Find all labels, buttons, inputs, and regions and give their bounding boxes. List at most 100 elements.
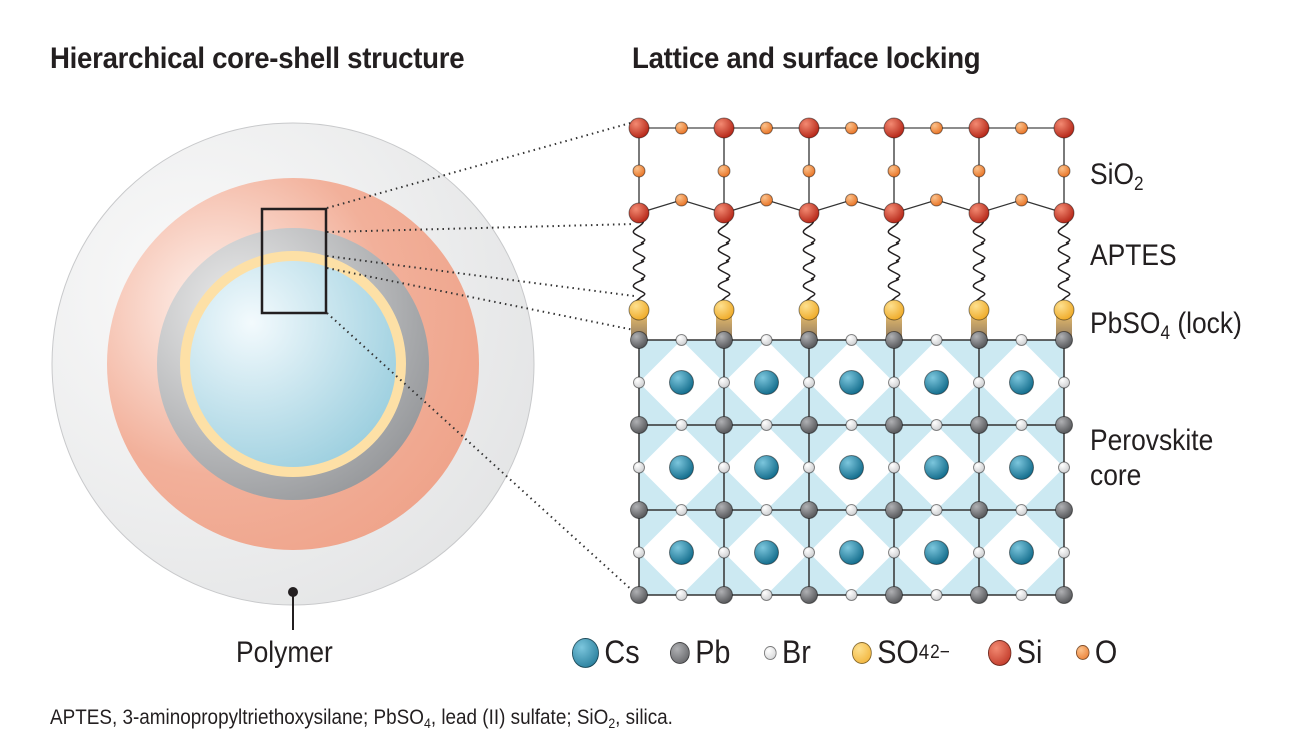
si-atom	[628, 117, 650, 139]
pb-atom	[970, 586, 988, 604]
o-atom	[675, 193, 688, 207]
o-atom	[1015, 121, 1028, 135]
legend-br: Br	[764, 634, 811, 671]
br-atom	[633, 546, 645, 559]
pb-atom	[1055, 501, 1073, 519]
pb-atom-icon	[670, 641, 690, 664]
br-atom	[888, 546, 900, 559]
sulfate-ion	[628, 299, 650, 321]
o-atom	[632, 164, 646, 178]
br-atom	[930, 504, 943, 516]
cs-atom	[924, 540, 949, 565]
o-atom	[930, 121, 943, 135]
br-atom	[845, 504, 858, 516]
cs-atom	[669, 455, 694, 480]
si-atom	[713, 117, 735, 139]
br-atom	[973, 546, 985, 559]
br-atom	[803, 546, 815, 559]
si-atom	[1053, 202, 1075, 224]
br-atom	[845, 334, 858, 346]
legend-o: O	[1076, 634, 1117, 671]
pb-atom	[630, 501, 648, 519]
legend-pb: Pb	[670, 634, 730, 671]
cs-atom	[754, 540, 779, 565]
br-atom	[888, 461, 900, 474]
pb-atom	[800, 586, 818, 604]
cs-atom	[924, 370, 949, 395]
br-atom	[1015, 504, 1028, 516]
pb-atom	[800, 331, 818, 349]
perovskite-core	[190, 261, 396, 467]
aptes-chain	[972, 216, 986, 303]
pb-atom	[970, 501, 988, 519]
pb-atom	[630, 331, 648, 349]
br-atom	[633, 376, 645, 389]
zoom-connector-lines	[326, 121, 635, 593]
br-atom	[760, 419, 773, 431]
cs-atom	[839, 370, 864, 395]
cs-atom	[1009, 455, 1034, 480]
legend-si: Si	[988, 634, 1042, 671]
pb-atom	[885, 501, 903, 519]
core-shell-particle	[51, 122, 535, 630]
o-atom	[760, 121, 773, 135]
si-atom	[798, 117, 820, 139]
o-atom	[930, 193, 943, 207]
cs-atom	[754, 455, 779, 480]
br-atom	[675, 504, 688, 516]
pb-atom	[800, 416, 818, 434]
label-pbso4-lock: PbSO4 (lock)	[1090, 307, 1242, 344]
br-atom	[675, 419, 688, 431]
br-atom	[973, 461, 985, 474]
br-atom	[1058, 376, 1070, 389]
br-atom	[760, 504, 773, 516]
br-atom	[718, 376, 730, 389]
label-polymer: Polymer	[236, 636, 333, 669]
label-sio2: SiO2	[1090, 158, 1144, 195]
br-atom	[1015, 334, 1028, 346]
sulfate-ion	[798, 299, 820, 321]
left-panel-title: Hierarchical core-shell structure	[50, 42, 465, 75]
si-atom	[968, 117, 990, 139]
cs-atom	[1009, 370, 1034, 395]
br-atom	[1058, 546, 1070, 559]
legend-cs: Cs	[572, 634, 640, 671]
zoom-region-box	[260, 207, 328, 315]
o-atom	[887, 164, 901, 178]
aptes-chain	[717, 216, 731, 303]
br-atom	[930, 419, 943, 431]
br-atom	[760, 334, 773, 346]
pb-atom	[800, 501, 818, 519]
br-atom	[1058, 461, 1070, 474]
br-atom	[803, 461, 815, 474]
br-atom	[1015, 419, 1028, 431]
o-atom-icon	[1076, 645, 1090, 660]
pb-atom	[715, 586, 733, 604]
sulfate-icon	[852, 641, 872, 664]
br-atom	[930, 589, 943, 601]
br-atom	[633, 461, 645, 474]
si-atom	[713, 202, 735, 224]
o-atom	[1057, 164, 1071, 178]
o-atom	[972, 164, 986, 178]
cs-atom	[669, 540, 694, 565]
si-atom	[798, 202, 820, 224]
pb-atom	[715, 331, 733, 349]
br-atom	[930, 334, 943, 346]
aptes-chain	[887, 216, 901, 303]
cs-atom	[669, 370, 694, 395]
br-atom	[888, 376, 900, 389]
o-atom	[1015, 193, 1028, 207]
cs-atom	[754, 370, 779, 395]
br-atom	[718, 546, 730, 559]
cs-atom-icon	[572, 637, 599, 668]
si-atom	[883, 117, 905, 139]
sulfate-ion	[1053, 299, 1075, 321]
br-atom	[845, 419, 858, 431]
pb-atom	[630, 586, 648, 604]
br-atom	[675, 334, 688, 346]
sulfate-ion	[713, 299, 735, 321]
